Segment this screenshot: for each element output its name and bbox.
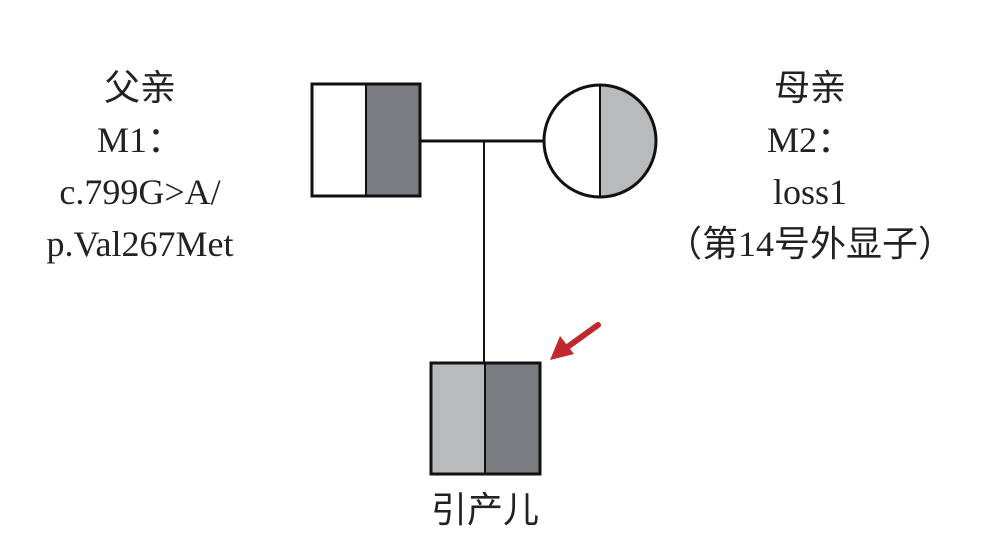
proband-symbol: [429, 361, 542, 476]
mother-label: 母亲 M2： loss1 （第14号外显子）: [660, 62, 960, 270]
father-mutation-label: M1：: [96, 120, 183, 160]
mother-mutation-label: M2：: [766, 120, 853, 160]
father-symbol: [310, 82, 422, 198]
proband-arrow-icon: [550, 322, 601, 360]
mother-location: （第14号外显子）: [665, 224, 954, 264]
mother-title: 母亲: [773, 68, 846, 108]
father-cdna: c.799G>A/: [59, 172, 221, 212]
father-title: 父亲: [103, 68, 176, 108]
father-protein: p.Val267Met: [46, 224, 234, 264]
proband-label: 引产儿: [430, 490, 539, 530]
mother-variant: loss1: [772, 172, 848, 212]
father-label: 父亲 M1： c.799G>A/ p.Val267Met: [20, 62, 260, 270]
mother-symbol: [542, 83, 658, 199]
